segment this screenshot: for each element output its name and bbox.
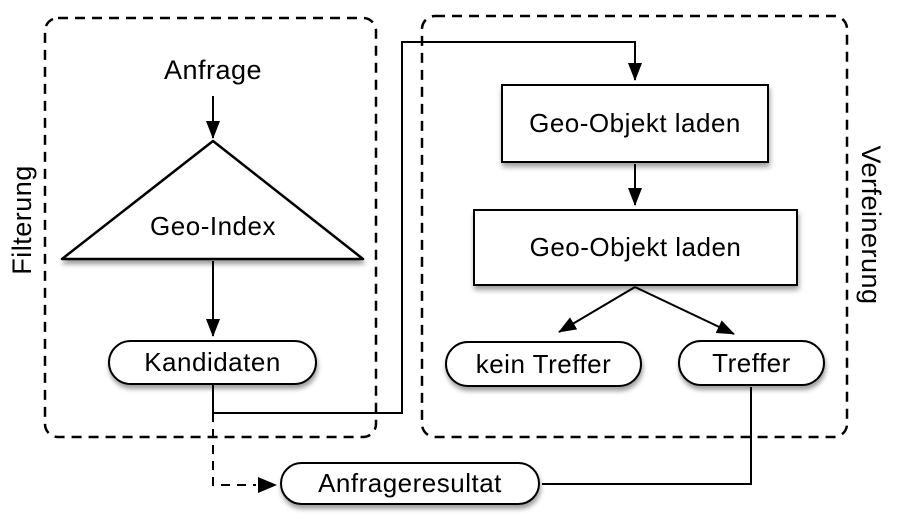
node-anfrage: Anfrage: [163, 54, 263, 85]
edge-kandidaten-to-anfrageresultat-dashed: [212, 413, 256, 486]
edge-geo-objekt-laden-2-to-kein-treffer: [558, 286, 636, 333]
node-anfrageresultat: Anfrageresultat: [280, 462, 540, 505]
edge-treffer-to-anfrageresultat: [542, 387, 752, 485]
node-kandidaten: Kandidaten: [108, 340, 317, 385]
node-geo-index-label: Geo-Index: [150, 210, 276, 241]
region-label-verfeinerung: Verfeinerung: [856, 145, 887, 305]
edge-geo-objekt-laden-2-to-treffer: [634, 286, 735, 335]
region-filterung-frame: [43, 16, 378, 439]
geo-index-triangle: [60, 139, 365, 261]
region-label-filterung: Filterung: [6, 165, 37, 275]
node-kein-treffer: kein Treffer: [445, 341, 642, 387]
edge-kandidaten-to-geo-objekt-laden-1: [212, 41, 642, 414]
node-geo-objekt-laden-2: Geo-Objekt laden: [473, 209, 798, 286]
node-geo-objekt-laden-1: Geo-Objekt laden: [501, 84, 769, 163]
edge-kandidaten-to-anfrageresultat-arrowhead: [258, 477, 277, 493]
node-treffer: Treffer: [678, 340, 825, 386]
region-verfeinerung-frame: [420, 14, 849, 439]
